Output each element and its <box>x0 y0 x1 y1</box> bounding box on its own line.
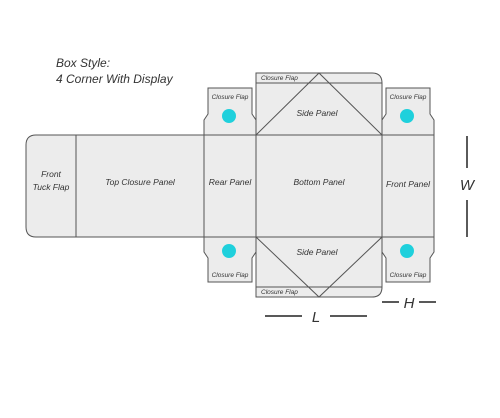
glue-dot-top-right <box>400 109 414 123</box>
top-closure-panel-label: Top Closure Panel <box>105 177 176 187</box>
glue-dot-top-left <box>222 109 236 123</box>
bottom-panel <box>255 134 383 238</box>
top-closure-panel <box>75 134 205 238</box>
rear-panel-label: Rear Panel <box>209 177 253 187</box>
side-panel-bottom-label: Side Panel <box>296 247 338 257</box>
width-dimension-label: W <box>460 177 476 194</box>
side-panel-bottom <box>255 236 383 298</box>
glue-dot-bottom-left <box>222 244 236 258</box>
side-panel-top <box>255 72 383 136</box>
glue-dot-bottom-right <box>400 244 414 258</box>
closure-flap-bottom-label: Closure Flap <box>261 289 298 296</box>
box-style-label: Box Style: <box>56 56 111 70</box>
side-panel-top-label: Side Panel <box>296 108 338 118</box>
length-dimension-label: L <box>312 309 320 326</box>
front-panel-label: Front Panel <box>386 179 431 189</box>
display-fold-bottom <box>255 236 383 298</box>
corner-flap-tr-label: Closure Flap <box>390 94 427 101</box>
bottom-panel-label: Bottom Panel <box>293 177 345 187</box>
corner-flap-bottom-right <box>381 236 435 283</box>
front-tuck-flap-label-2: Tuck Flap <box>33 182 70 192</box>
closure-flap-top-label: Closure Flap <box>261 75 298 82</box>
front-tuck-flap-panel <box>25 134 77 238</box>
corner-flap-br-label: Closure Flap <box>390 272 427 279</box>
box-style-name: 4 Corner With Display <box>56 72 173 86</box>
corner-flap-bl-label: Closure Flap <box>212 272 249 279</box>
front-tuck-flap-label-1: Front <box>41 169 61 179</box>
height-dimension-label: H <box>404 295 415 312</box>
corner-flap-bottom-left <box>203 236 257 283</box>
display-fold-top <box>255 72 383 136</box>
corner-flap-tl-label: Closure Flap <box>212 94 249 101</box>
